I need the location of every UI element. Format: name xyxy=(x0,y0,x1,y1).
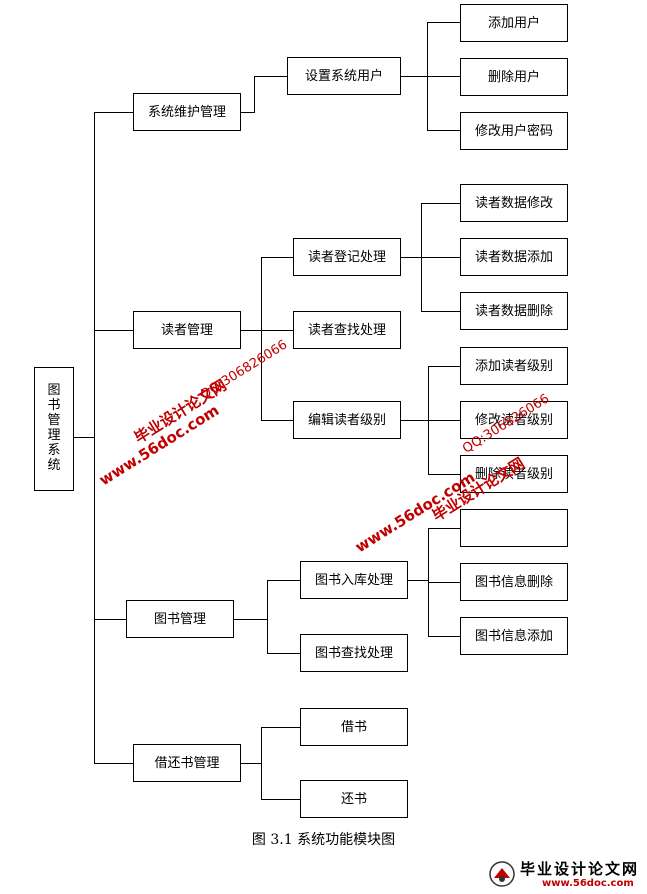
root-char: 系 xyxy=(47,442,61,458)
connector xyxy=(261,257,294,258)
footer-logo: 毕业设计论文网 www.56doc.com xyxy=(488,858,643,892)
connector xyxy=(254,76,255,113)
function-book-info-delete: 图书信息删除 xyxy=(460,563,568,601)
connector xyxy=(428,636,461,637)
submodule-label: 编辑读者级别 xyxy=(307,412,386,428)
function-book-info-add: 图书信息添加 xyxy=(460,617,568,655)
submodule-reader-search: 读者查找处理 xyxy=(293,311,401,349)
module-book-management: 图书管理 xyxy=(126,600,234,638)
module-label: 图书管理 xyxy=(153,611,206,627)
connector xyxy=(94,330,134,331)
logo-url: www.56doc.com xyxy=(542,878,634,889)
connector xyxy=(401,257,422,258)
module-label: 系统维护管理 xyxy=(147,104,226,120)
connector xyxy=(241,330,262,331)
function-label: 删除用户 xyxy=(487,69,540,85)
connector xyxy=(241,112,255,113)
function-label: 读者数据删除 xyxy=(474,303,553,319)
connector xyxy=(254,76,288,77)
function-label: 读者数据修改 xyxy=(474,195,553,211)
function-reader-data-delete: 读者数据删除 xyxy=(460,292,568,330)
connector xyxy=(267,653,301,654)
module-reader-management: 读者管理 xyxy=(133,311,241,349)
connector xyxy=(261,330,294,331)
submodule-borrow: 借书 xyxy=(300,708,408,746)
submodule-label: 读者登记处理 xyxy=(307,249,386,265)
connector xyxy=(421,203,461,204)
function-label: 读者数据添加 xyxy=(474,249,553,265)
connector xyxy=(427,76,461,77)
connector xyxy=(94,619,127,620)
function-label: 修改用户密码 xyxy=(474,123,553,139)
connector xyxy=(234,619,268,620)
connector xyxy=(261,727,262,800)
root-char: 书 xyxy=(47,398,61,414)
function-label: 添加用户 xyxy=(487,15,540,31)
function-add-user: 添加用户 xyxy=(460,4,568,42)
connector xyxy=(408,580,429,581)
submodule-reader-register: 读者登记处理 xyxy=(293,238,401,276)
connector xyxy=(94,112,134,113)
connector xyxy=(241,763,262,764)
submodule-set-system-users: 设置系统用户 xyxy=(287,57,401,95)
function-reader-data-modify: 读者数据修改 xyxy=(460,184,568,222)
function-add-reader-level: 添加读者级别 xyxy=(460,347,568,385)
connector xyxy=(428,420,461,421)
connector xyxy=(421,257,461,258)
function-modify-password: 修改用户密码 xyxy=(460,112,568,150)
connector xyxy=(427,22,461,23)
root-char: 图 xyxy=(47,383,61,399)
root-char: 管 xyxy=(47,413,61,429)
connector xyxy=(421,311,461,312)
root-node: 图 书 管 理 系 统 xyxy=(34,367,74,491)
connector xyxy=(74,437,95,438)
connector xyxy=(267,580,268,654)
connector xyxy=(427,130,461,131)
submodule-label: 读者查找处理 xyxy=(307,322,386,338)
function-label: 修改读者级别 xyxy=(474,412,553,428)
connector xyxy=(401,420,429,421)
connector xyxy=(428,474,461,475)
function-modify-reader-level: 修改读者级别 xyxy=(460,401,568,439)
function-delete-user: 删除用户 xyxy=(460,58,568,96)
submodule-return: 还书 xyxy=(300,780,408,818)
submodule-book-search: 图书查找处理 xyxy=(300,634,408,672)
connector xyxy=(428,528,461,529)
connector xyxy=(428,366,461,367)
module-label: 读者管理 xyxy=(160,322,213,338)
function-empty-box xyxy=(460,509,568,547)
submodule-book-stock-in: 图书入库处理 xyxy=(300,561,408,599)
connector xyxy=(401,76,428,77)
root-char: 理 xyxy=(47,428,61,443)
figure-caption: 图 3.1 系统功能模块图 xyxy=(251,832,396,848)
function-delete-reader-level: 删除读者级别 xyxy=(460,455,568,493)
function-label: 图书信息添加 xyxy=(474,628,553,644)
function-label: 删除读者级别 xyxy=(474,466,553,482)
connector xyxy=(94,112,95,763)
connector xyxy=(261,420,294,421)
submodule-label: 还书 xyxy=(340,791,367,807)
logo-mark-icon xyxy=(489,861,515,887)
connector xyxy=(261,799,301,800)
submodule-label: 设置系统用户 xyxy=(304,68,383,84)
connector xyxy=(261,727,301,728)
function-label: 添加读者级别 xyxy=(474,358,553,374)
function-label: 图书信息删除 xyxy=(474,574,553,590)
connector xyxy=(428,582,461,583)
connector xyxy=(261,257,262,421)
module-system-maintenance: 系统维护管理 xyxy=(133,93,241,131)
root-char: 统 xyxy=(47,457,61,473)
submodule-label: 图书入库处理 xyxy=(314,572,393,588)
connector xyxy=(94,763,134,764)
module-borrow-return: 借还书管理 xyxy=(133,744,241,782)
connector xyxy=(267,580,301,581)
module-label: 借还书管理 xyxy=(154,755,220,771)
submodule-label: 借书 xyxy=(340,719,367,735)
submodule-edit-reader-level: 编辑读者级别 xyxy=(293,401,401,439)
logo-title: 毕业设计论文网 xyxy=(520,860,640,878)
function-reader-data-add: 读者数据添加 xyxy=(460,238,568,276)
submodule-label: 图书查找处理 xyxy=(314,645,393,661)
